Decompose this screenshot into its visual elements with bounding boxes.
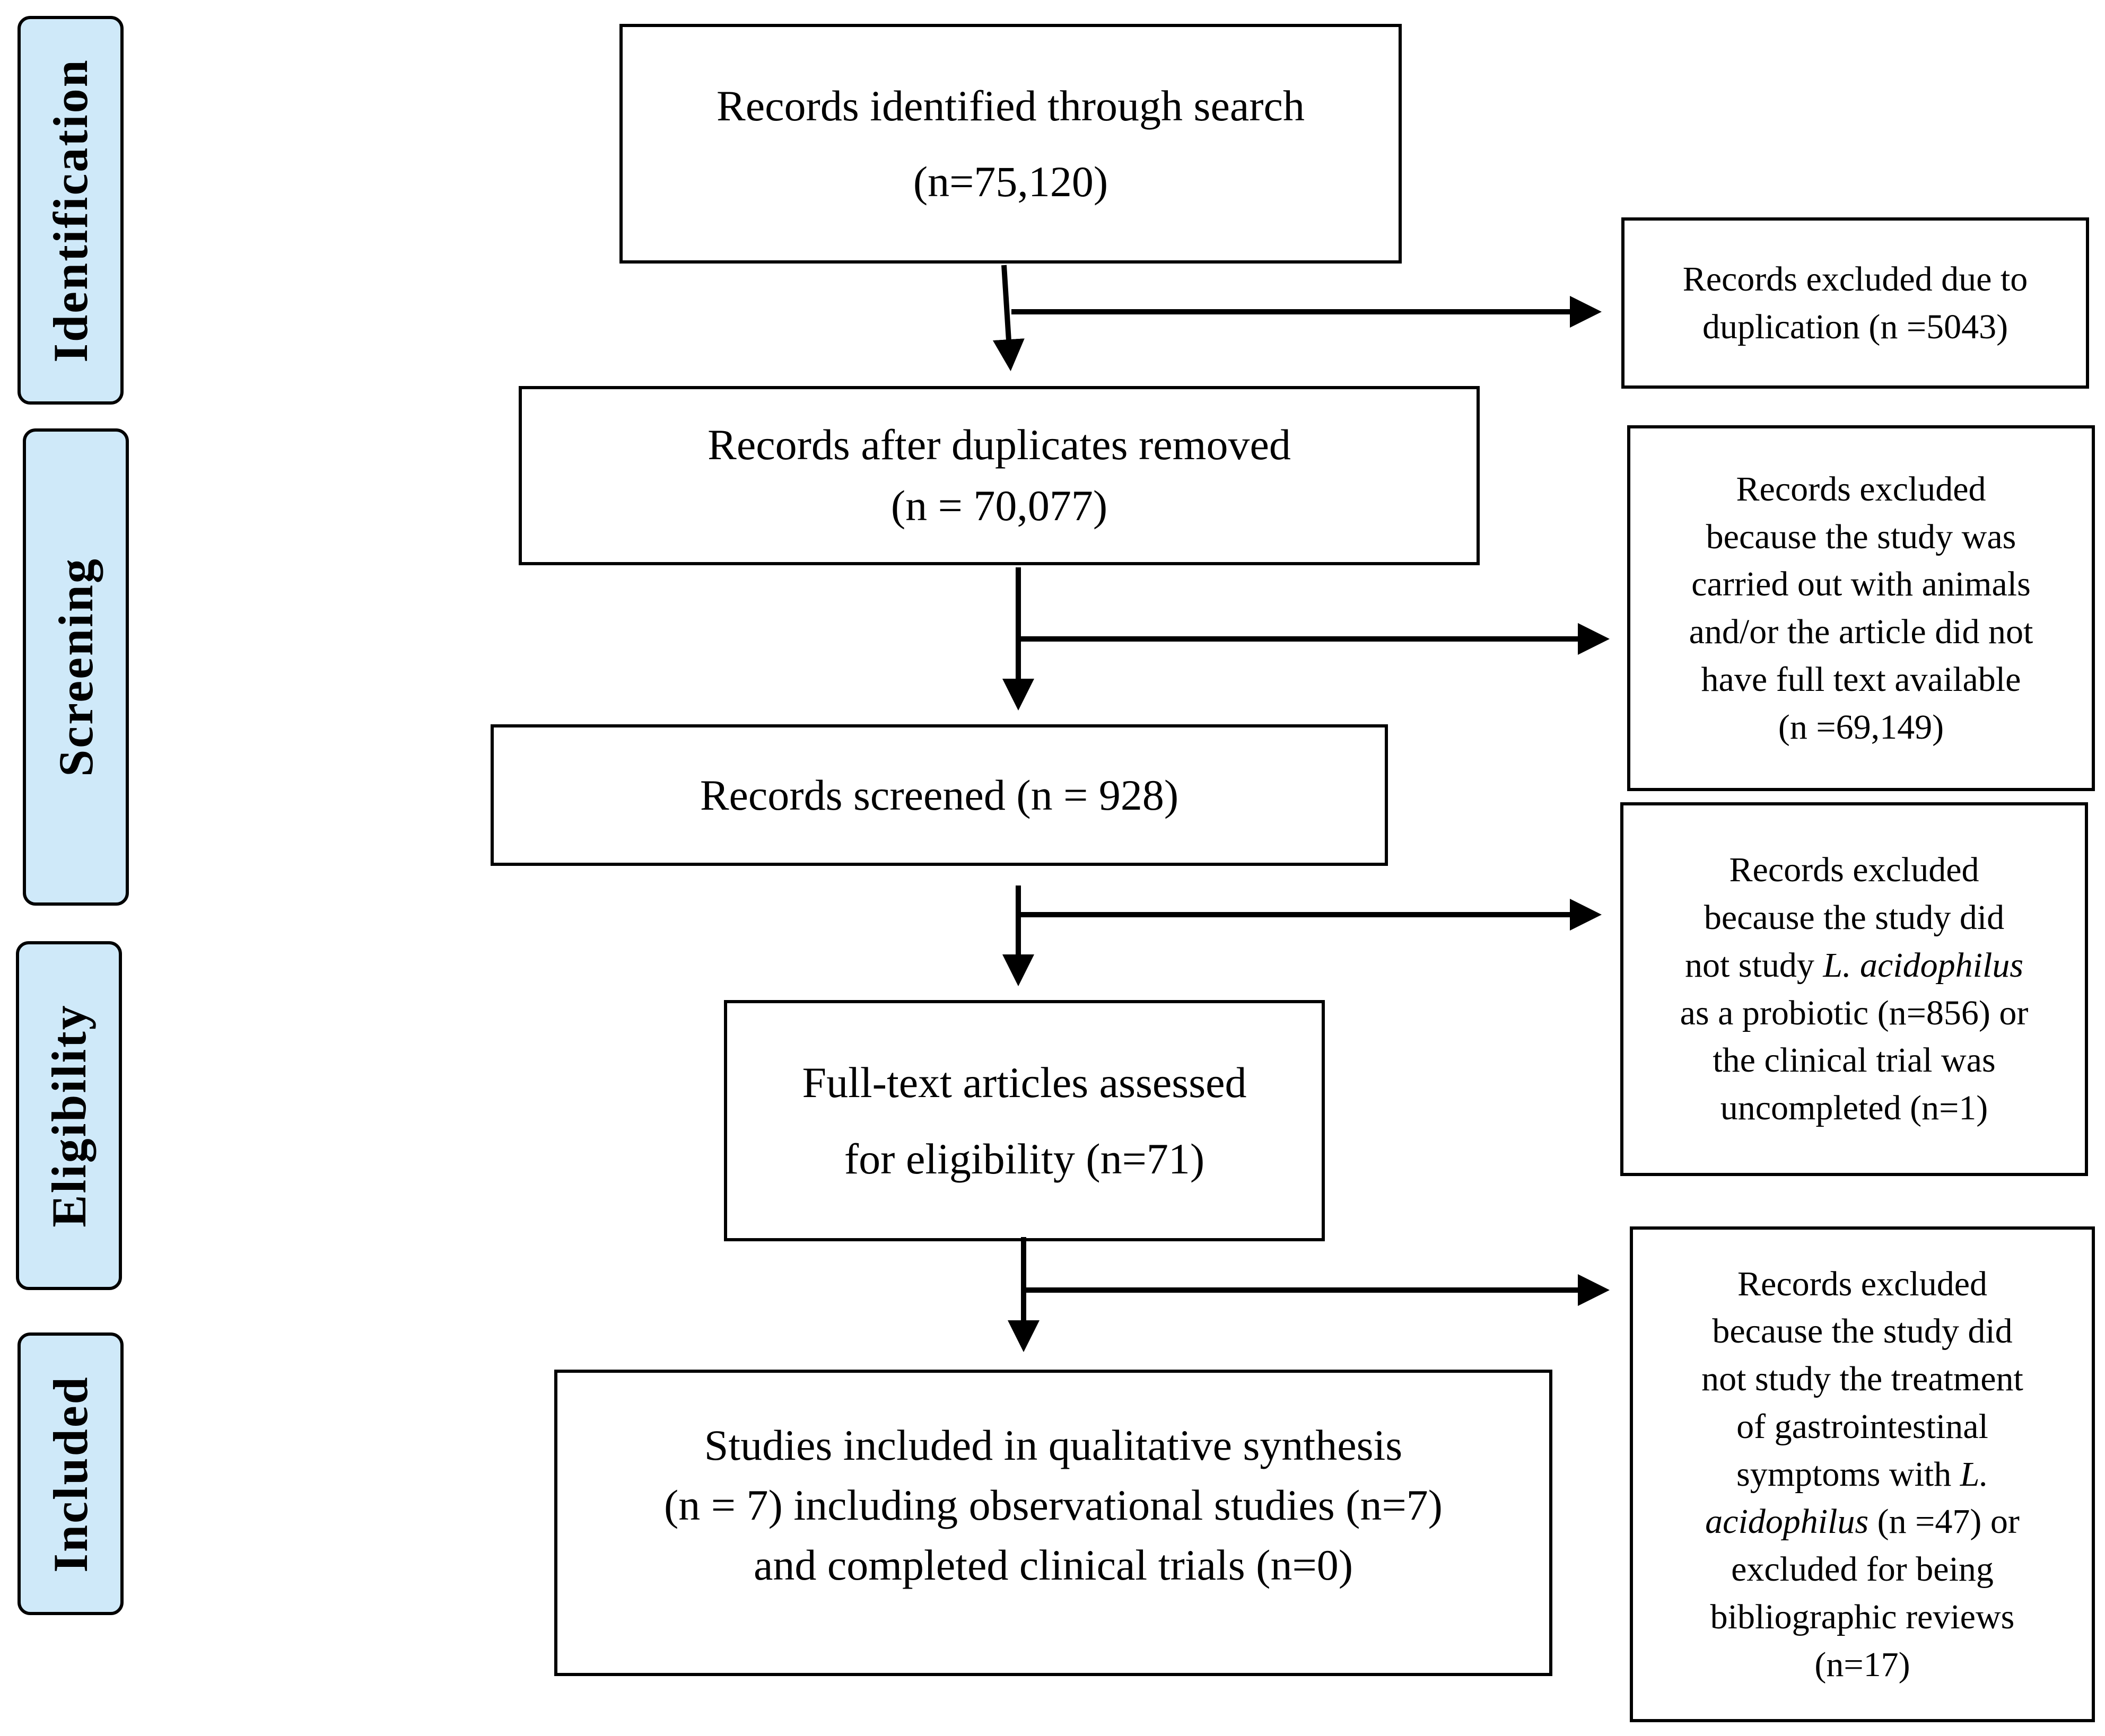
excluded-treatment-line1: Records excluded [1737, 1264, 1987, 1303]
species-genus: L. [1960, 1454, 1988, 1494]
excluded-probiotic-line3: not study L. acidophilus [1685, 942, 2023, 989]
phase-eligibility: Eligibility [16, 941, 122, 1290]
arrow-identified-to-deduplicated [992, 265, 1025, 371]
excluded-treatment-line9: (n=17) [1814, 1645, 1910, 1684]
records-screened-label: Records screened (n = 928) [700, 770, 1179, 819]
species-name: L. acidophilus [1823, 945, 2024, 985]
phase-screening: Screening [23, 428, 129, 906]
excluded-animals-box: Records excluded because the study was c… [1627, 425, 2095, 791]
records-after-duplicates-line1: Records after duplicates removed [708, 420, 1291, 469]
records-identified-line1: Records identified through search [717, 81, 1305, 130]
excluded-treatment-line5: symptoms with L. [1736, 1451, 1988, 1498]
excluded-animals-line1: Records excluded [1736, 469, 1986, 508]
full-text-assessed-box: Full-text articles assessed for eligibil… [724, 1000, 1325, 1241]
excluded-treatment-line4: of gastrointestinal [1736, 1407, 1988, 1446]
excluded-probiotic-line1: Records excluded [1729, 851, 1979, 890]
excluded-probiotic-box: Records excluded because the study did n… [1620, 802, 2088, 1176]
excluded-duplication-line2: duplication (n =5043) [1702, 307, 2008, 346]
studies-included-line3: and completed clinical trials (n=0) [753, 1541, 1353, 1590]
excluded-treatment-box: Records excluded because the study did n… [1630, 1226, 2095, 1722]
excluded-treatment-line6: acidophilus (n =47) or [1705, 1498, 2020, 1546]
phase-identification: Identification [18, 16, 124, 405]
excluded-probiotic-line4: as a probiotic (n=856) or [1680, 993, 2029, 1032]
species-epithet: acidophilus [1705, 1502, 1869, 1541]
excluded-animals-line5: have full text available [1701, 660, 2021, 699]
studies-included-box: Studies included in qualitative synthesi… [554, 1370, 1552, 1676]
phase-included: Included [18, 1332, 124, 1615]
excluded-treatment-line7: excluded for being [1731, 1550, 1994, 1589]
excluded-animals-line2: because the study was [1706, 517, 2016, 556]
excluded-duplication-box: Records excluded due to duplication (n =… [1621, 217, 2089, 389]
records-identified-count: (n=75,120) [913, 157, 1108, 206]
records-identified-box: Records identified through search (n=75,… [619, 24, 1402, 264]
studies-included-line1: Studies included in qualitative synthesi… [704, 1421, 1403, 1469]
excluded-treatment-line6-text: (n =47) or [1868, 1502, 2020, 1541]
excluded-animals-line6: (n =69,149) [1778, 707, 1944, 747]
excluded-duplication-line1: Records excluded due to [1682, 259, 2028, 299]
records-screened-box: Records screened (n = 928) [491, 724, 1388, 866]
full-text-assessed-line2: for eligibility (n=71) [844, 1134, 1205, 1183]
excluded-treatment-line3: not study the treatment [1701, 1360, 2023, 1399]
records-after-duplicates-count: (n = 70,077) [890, 481, 1108, 530]
excluded-treatment-line5-text: symptoms with [1736, 1454, 1960, 1494]
studies-included-line2: (n = 7) including observational studies … [664, 1481, 1443, 1530]
excluded-probiotic-line2: because the study did [1704, 898, 2005, 937]
excluded-animals-line3: carried out with animals [1691, 565, 2031, 604]
excluded-probiotic-line5: the clinical trial was [1713, 1041, 1996, 1080]
excluded-animals-line4: and/or the article did not [1689, 612, 2033, 651]
excluded-treatment-line8: bibliographic reviews [1710, 1597, 2015, 1636]
excluded-treatment-line2: because the study did [1712, 1312, 2013, 1351]
excluded-probiotic-line6: uncompleted (n=1) [1720, 1089, 1988, 1127]
excluded-probiotic-line3-text: not study [1684, 945, 1823, 985]
full-text-assessed-line1: Full-text articles assessed [802, 1058, 1247, 1107]
records-after-duplicates-box: Records after duplicates removed (n = 70… [519, 386, 1480, 565]
